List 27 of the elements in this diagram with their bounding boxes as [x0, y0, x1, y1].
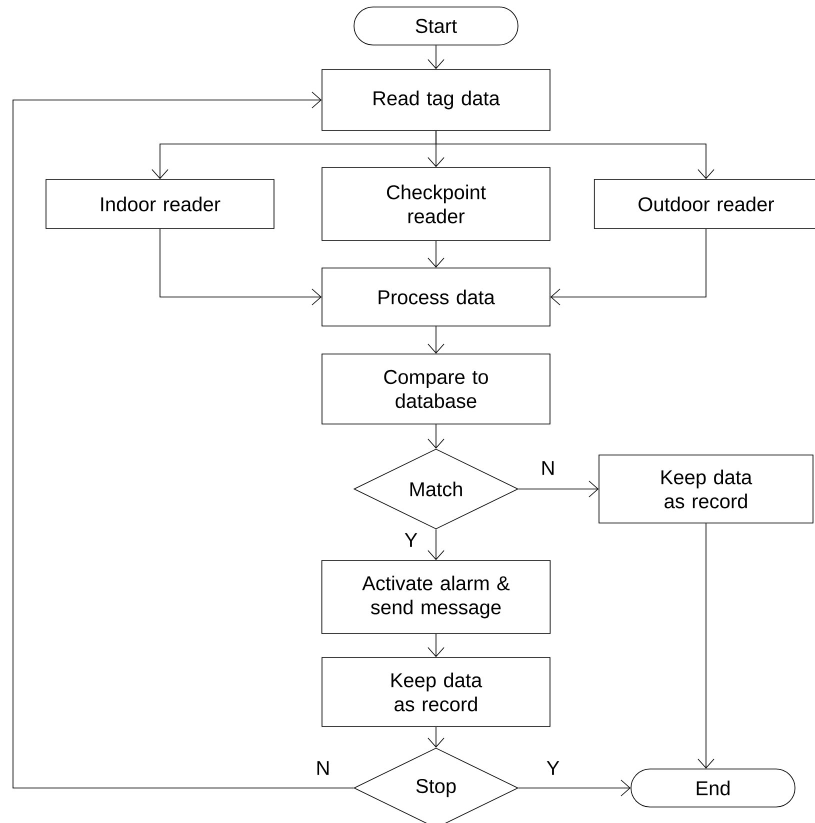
arrow	[698, 523, 714, 769]
arrow	[550, 228, 706, 306]
process-box: Outdoor reader	[594, 179, 815, 229]
process-box: Keep data as record	[598, 454, 814, 524]
arrow	[436, 130, 714, 180]
arrow	[428, 424, 444, 449]
arrow	[428, 634, 444, 658]
edge-label: N	[540, 460, 556, 476]
arrow	[518, 480, 599, 498]
arrow	[428, 326, 444, 354]
process-box: Compare to database	[322, 354, 550, 424]
arrow	[160, 228, 322, 306]
arrow	[12, 92, 354, 788]
process-box: Activate alarm & send message	[321, 560, 551, 634]
process-box: Indoor reader	[46, 179, 274, 229]
arrow	[428, 45, 444, 70]
edge-label: N	[314, 760, 332, 776]
edge-label: Y	[403, 532, 419, 548]
arrow	[428, 240, 444, 268]
arrow	[518, 780, 631, 796]
edge-label: Y	[545, 760, 561, 776]
arrow	[428, 529, 444, 560]
process-box: Process data	[322, 268, 550, 326]
arrow	[428, 726, 444, 748]
process-box: Checkpoint reader	[322, 167, 550, 241]
process-box: Keep data as record	[322, 657, 550, 727]
process-box: Read tag data	[322, 69, 550, 131]
